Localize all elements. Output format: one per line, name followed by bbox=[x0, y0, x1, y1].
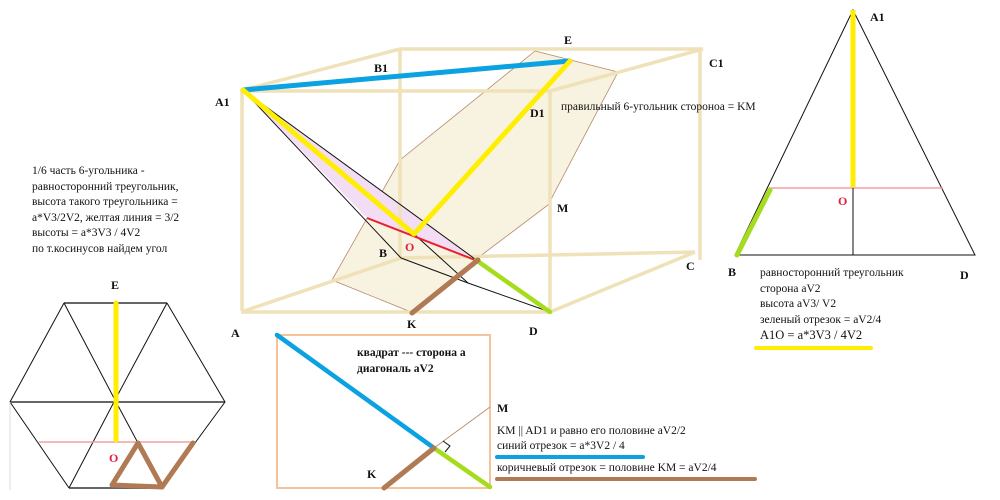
triangle-note-line: равносторонний треугольник bbox=[760, 267, 904, 279]
triangle-note: равносторонний треугольник сторона aV2 в… bbox=[760, 266, 904, 344]
label-c: C bbox=[686, 259, 695, 273]
triangle-green-segment bbox=[734, 187, 773, 258]
triangle-label-a1: A1 bbox=[870, 10, 885, 24]
square-title: квадрат --- сторона a диагональ aV2 bbox=[357, 346, 466, 377]
triangle-label-b: B bbox=[728, 265, 737, 279]
blue-segment-a1-e bbox=[240, 58, 573, 93]
square-green-segment bbox=[431, 445, 493, 490]
note-brown: коричневый отрезок = половине KM = aV2/4 bbox=[497, 462, 717, 474]
triangle-result: A1O = a*3V3 / 4V2 bbox=[760, 328, 863, 342]
note-blue: синий отрезок = a*3V2 / 4 bbox=[497, 440, 625, 452]
label-o: O bbox=[405, 240, 415, 254]
brown-segment bbox=[409, 257, 481, 316]
triangle-label-d: D bbox=[960, 268, 969, 282]
label-d1: D1 bbox=[530, 106, 545, 120]
label-d: D bbox=[529, 324, 538, 338]
label-a1: A1 bbox=[215, 95, 230, 109]
label-e: E bbox=[564, 33, 573, 47]
left-note-line: равносторонний треугольник, bbox=[32, 180, 179, 193]
green-segment bbox=[473, 257, 553, 315]
hex-label-o: O bbox=[109, 451, 119, 465]
equilateral-triangle bbox=[734, 8, 976, 256]
left-note-line: 1/6 часть 6-угольника - bbox=[32, 165, 145, 177]
square-brown-segment bbox=[381, 445, 437, 491]
triangle-label-o: O bbox=[838, 194, 848, 208]
right-angle-marker bbox=[442, 440, 451, 453]
left-note-line: a*V3/2V2, желтая линия = 3/2 bbox=[32, 211, 180, 224]
square-label-m: M bbox=[497, 401, 509, 415]
red-segment bbox=[366, 217, 476, 261]
left-note: 1/6 часть 6-угольника - равносторонний т… bbox=[32, 164, 179, 257]
label-k: K bbox=[407, 317, 417, 331]
square-title-line: диагональ aV2 bbox=[357, 362, 434, 375]
hex-label-e: E bbox=[111, 278, 120, 292]
cube-edges bbox=[240, 47, 704, 314]
label-b1: B1 bbox=[374, 61, 389, 75]
black-construction-lines bbox=[242, 89, 551, 313]
left-note-line: высота такого треугольника = bbox=[32, 196, 178, 208]
label-m: M bbox=[557, 201, 569, 215]
left-note-line: по т.косинусов найдем угол bbox=[32, 242, 168, 255]
left-note-line: высоты = a*3V3 / 4V2 bbox=[32, 227, 141, 239]
note-km: KM || AD1 и равно его половине aV2/2 bbox=[497, 425, 686, 437]
label-b: B bbox=[379, 246, 388, 260]
square-title-line: квадрат --- сторона a bbox=[357, 347, 466, 359]
square-thin-km bbox=[433, 406, 491, 449]
triangle-note-line: сторона aV2 bbox=[760, 282, 821, 295]
square-label-k: K bbox=[367, 467, 377, 481]
triangle-note-line: высота aV3/ V2 bbox=[760, 298, 837, 310]
square-blue-segment bbox=[274, 332, 437, 451]
hexagon-note: правильный 6-угольник стороноа = KM bbox=[561, 101, 756, 113]
hex-brown-triangle bbox=[109, 440, 196, 490]
yellow-segment-a1-o-e bbox=[240, 58, 573, 237]
label-a: A bbox=[231, 326, 240, 340]
label-c1: C1 bbox=[709, 56, 724, 70]
triangle-note-line: зеленый отрезок = aV2/4 bbox=[760, 313, 882, 326]
